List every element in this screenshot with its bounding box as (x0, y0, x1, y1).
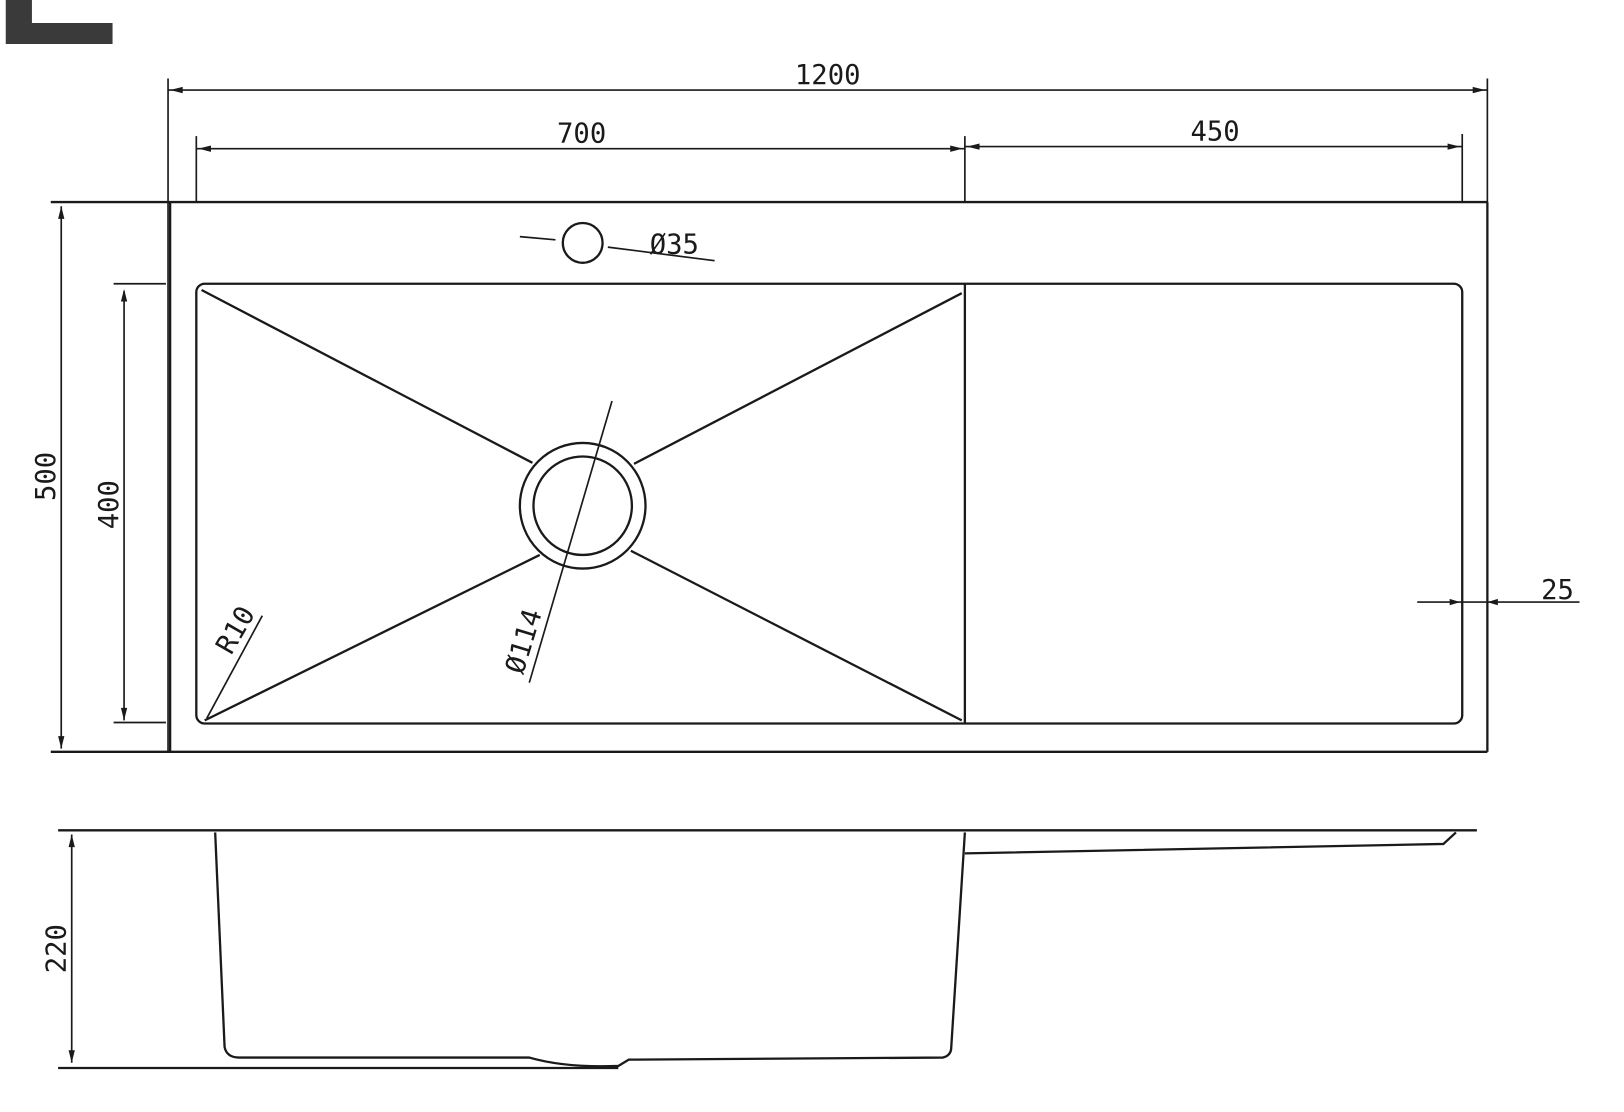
dimension-label-500: 500 (31, 452, 62, 501)
dimension-label-25: 25 (1541, 575, 1574, 606)
bowl-slope-lines (201, 289, 963, 722)
logo-mark (5, 0, 113, 44)
dimension-rim-offset: 25 (1417, 575, 1580, 606)
tap-hole: Ø35 (519, 221, 715, 264)
corner-radius-callout: R10 (206, 601, 264, 719)
dimension-label-450: 450 (1191, 116, 1240, 147)
dimension-label-1200: 1200 (795, 60, 861, 91)
dimension-bowl-length: 700 (195, 118, 966, 203)
dimension-label-700: 700 (557, 118, 606, 149)
dimension-label-tap-hole: Ø35 (650, 229, 699, 260)
sink-outline-top-view (50, 200, 1489, 753)
dimension-overall-width: 500 (31, 206, 65, 749)
dimension-overall-length: 1200 (167, 60, 1489, 752)
dimension-label-220: 220 (41, 924, 72, 973)
dimension-drainboard-length: 450 (964, 116, 1464, 203)
dimension-label-400: 400 (94, 480, 125, 529)
drain: Ø114 (500, 400, 647, 683)
sink-outline-side-view (58, 829, 1477, 1068)
dimension-bowl-width: 400 (94, 282, 166, 724)
dimension-depth: 220 (41, 834, 619, 1070)
